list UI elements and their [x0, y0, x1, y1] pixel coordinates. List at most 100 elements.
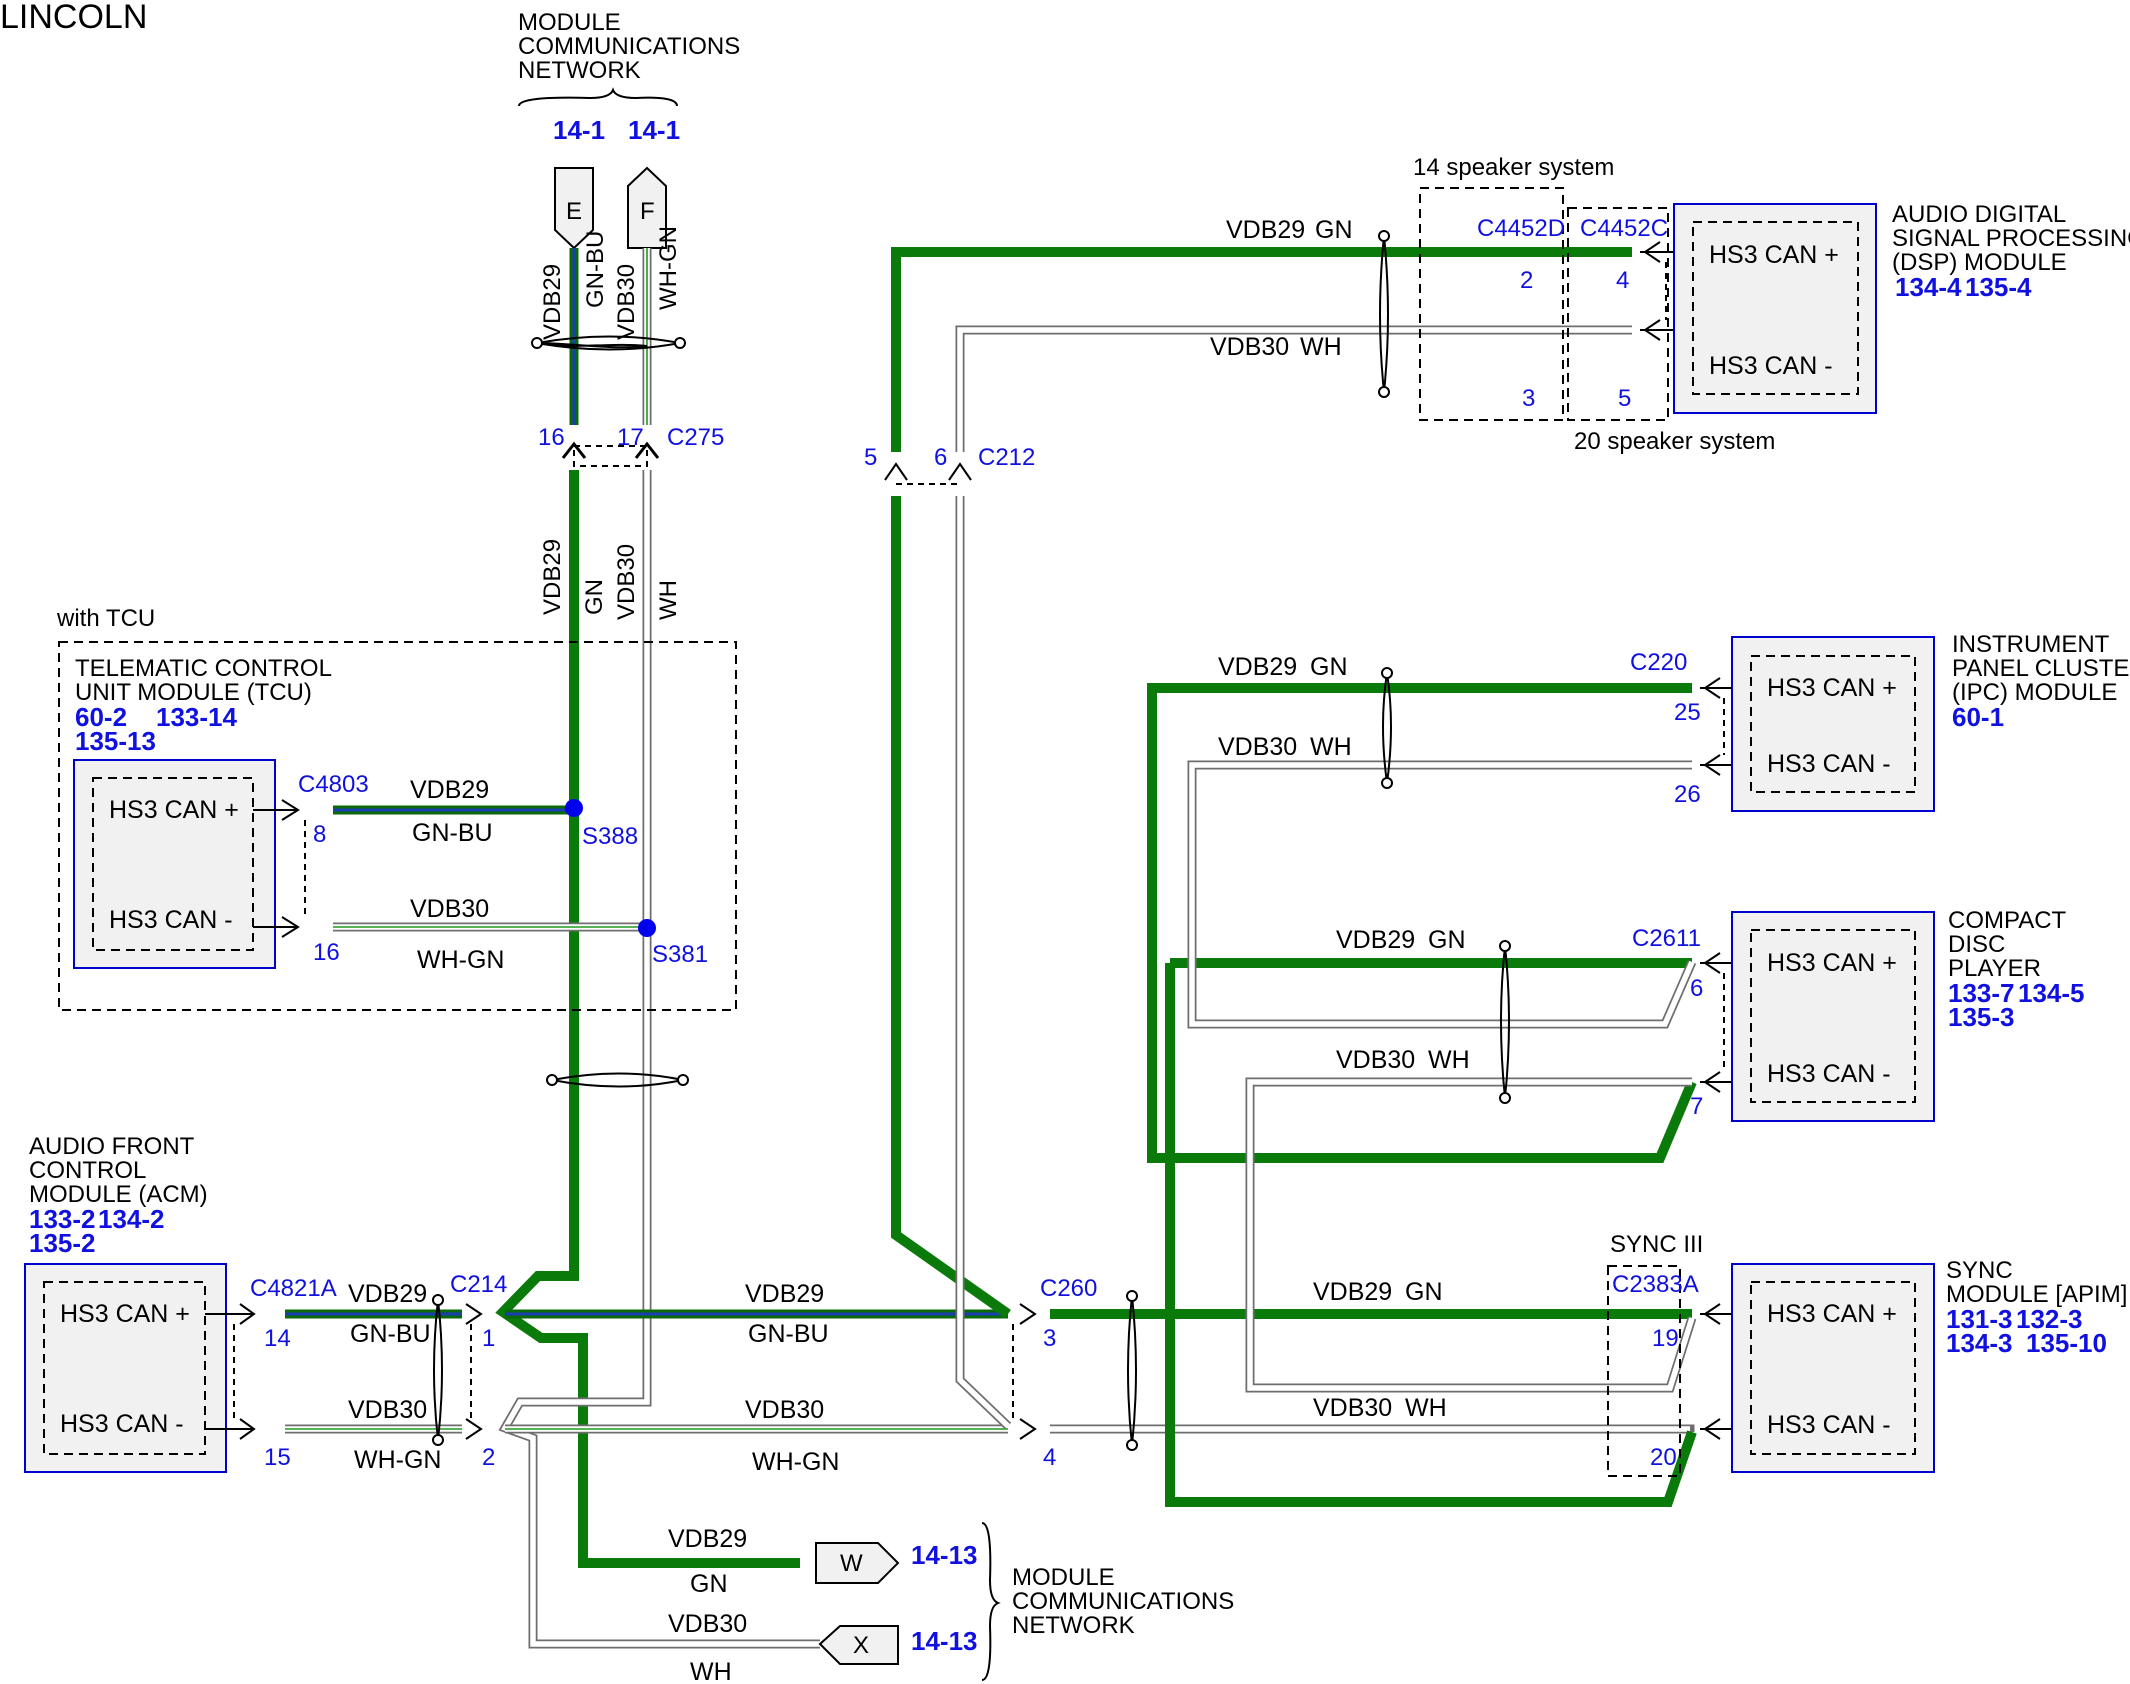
dsp-ref-135-4[interactable]: 135-4: [1965, 272, 2032, 302]
center-wire-labels: VDB29 GN-BU VDB30 WH-GN: [745, 1280, 839, 1476]
mid-right-color: WH: [655, 580, 682, 620]
sync-ref-131-3[interactable]: 131-3: [1946, 1304, 2013, 1334]
ipc-title-2: PANEL CLUSTER: [1952, 655, 2130, 682]
mid-right-circuit: VDB30: [613, 544, 640, 620]
cd-pin-7: 7: [1690, 1093, 1703, 1120]
acm-ref-135-2[interactable]: 135-2: [29, 1228, 96, 1258]
dsp-ref-134-4[interactable]: 134-4: [1895, 272, 1962, 302]
connector-c275[interactable]: 16 17 C275: [538, 424, 724, 467]
mid-left-color: GN: [581, 579, 608, 615]
sync-ref-135-10[interactable]: 135-10: [2026, 1328, 2107, 1358]
tcu-ref-133-14[interactable]: 133-14: [156, 702, 237, 732]
top-left-circuit: VDB29: [539, 264, 566, 340]
speaker20-label: 20 speaker system: [1574, 428, 1775, 455]
mid-left-circuit: VDB29: [539, 539, 566, 615]
acm-wire1-circuit: VDB29: [348, 1280, 427, 1308]
ipc-pin-26: 26: [1674, 781, 1701, 808]
cd-ref-133-7[interactable]: 133-7: [1948, 978, 2015, 1008]
top-network-ref-e[interactable]: 14-1: [553, 115, 605, 145]
cd-wire2-circuit: VDB30: [1336, 1046, 1415, 1074]
dsp-section: 14 speaker system 20 speaker system C445…: [1210, 154, 2130, 455]
tcu-wire1-circuit: VDB29: [410, 776, 489, 804]
acm-title-1: AUDIO FRONT: [29, 1133, 195, 1160]
bottom-network-label-1: MODULE: [1012, 1564, 1115, 1591]
tcu-title-1: TELEMATIC CONTROL: [75, 655, 332, 682]
acm-can-plus: HS3 CAN +: [60, 1300, 190, 1328]
sync-wire2-circuit: VDB30: [1313, 1394, 1392, 1422]
x-ref[interactable]: 14-13: [911, 1626, 978, 1656]
dsp-wire2-circuit: VDB30: [1210, 333, 1289, 361]
tcu-pin-16: 16: [313, 939, 340, 966]
sync-wire2-color: WH: [1405, 1394, 1447, 1422]
twist-markers: [432, 230, 1511, 1451]
tcu-can-minus: HS3 CAN -: [109, 906, 233, 934]
center-bottom-color: WH-GN: [752, 1448, 839, 1476]
cd-ref-134-5[interactable]: 134-5: [2018, 978, 2085, 1008]
connector-c260[interactable]: C260 3 4: [1012, 1275, 1097, 1471]
cd-title-3: PLAYER: [1948, 955, 2041, 982]
top-network-ref-f[interactable]: 14-1: [628, 115, 680, 145]
cd-pin-6: 6: [1690, 975, 1703, 1002]
c275-label: C275: [667, 424, 724, 451]
c275-pin-16: 16: [538, 424, 565, 451]
sync-can-plus: HS3 CAN +: [1767, 1300, 1897, 1328]
sync-title-2: MODULE [APIM]: [1946, 1281, 2127, 1308]
top-wire-labels: VDB29 GN-BU VDB30 WH-GN VDB29 GN VDB30 W…: [539, 226, 682, 620]
tcu-wire2-color: WH-GN: [417, 946, 504, 974]
top-network: MODULE COMMUNICATIONS NETWORK 14-1 14-1 …: [518, 9, 740, 250]
acm-can-minus: HS3 CAN -: [60, 1410, 184, 1438]
sync-can-minus: HS3 CAN -: [1767, 1411, 1891, 1439]
w-ref[interactable]: 14-13: [911, 1540, 978, 1570]
ipc-wire1-color: GN: [1310, 653, 1348, 681]
tcu-pin-8: 8: [313, 821, 326, 848]
tcu-connector: C4803: [298, 771, 369, 798]
bottom-network-label-3: NETWORK: [1012, 1612, 1135, 1639]
sync-ref-134-3[interactable]: 134-3: [1946, 1328, 2013, 1358]
splice-s388: [565, 799, 583, 817]
dsp-title-3: (DSP) MODULE: [1892, 249, 2067, 276]
ipc-title-1: INSTRUMENT: [1952, 631, 2110, 658]
c214-pin-2: 2: [482, 1444, 495, 1471]
cd-title-2: DISC: [1948, 931, 2005, 958]
cd-title-1: COMPACT: [1948, 907, 2067, 934]
cd-wire2-color: WH: [1428, 1046, 1470, 1074]
top-right-color: WH-GN: [655, 226, 682, 310]
acm-ref-134-2[interactable]: 134-2: [98, 1204, 165, 1234]
tcu-ref-135-13[interactable]: 135-13: [75, 726, 156, 756]
splice-s381: [638, 919, 656, 937]
speaker14-label: 14 speaker system: [1413, 154, 1614, 181]
bottom-network: VDB29 GN W 14-13 VDB30 WH X 14-13 MODULE…: [668, 1522, 1234, 1684]
c212-pin-5: 5: [864, 444, 877, 471]
dsp-connector-d: C4452D: [1477, 215, 1565, 242]
acm-pin-15: 15: [264, 1444, 291, 1471]
connector-x-label: X: [853, 1632, 869, 1659]
acm-wire2-circuit: VDB30: [348, 1396, 427, 1424]
ipc-ref-60-1[interactable]: 60-1: [1952, 702, 2004, 732]
s388-label: S388: [582, 823, 638, 850]
cd-wire1-circuit: VDB29: [1336, 926, 1415, 954]
center-top-circuit: VDB29: [745, 1280, 824, 1308]
dsp-title-1: AUDIO DIGITAL: [1892, 201, 2066, 228]
connector-c214[interactable]: C214 1 2: [450, 1271, 507, 1471]
connector-x-shape: [818, 1625, 899, 1665]
c260-pin-3: 3: [1043, 1325, 1056, 1352]
center-bottom-circuit: VDB30: [745, 1396, 824, 1424]
dsp-can-minus: HS3 CAN -: [1709, 352, 1833, 380]
c212-label: C212: [978, 444, 1035, 471]
connector-f-shape: [627, 166, 667, 249]
top-network-label-3: NETWORK: [518, 57, 641, 84]
sync-ref-132-3[interactable]: 132-3: [2016, 1304, 2083, 1334]
acm-pin-14: 14: [264, 1325, 291, 1352]
w-circuit: VDB29: [668, 1525, 747, 1553]
acm-ref-133-2[interactable]: 133-2: [29, 1204, 96, 1234]
cd-ref-135-3[interactable]: 135-3: [1948, 1002, 2015, 1032]
acm-title-3: MODULE (ACM): [29, 1181, 208, 1208]
ipc-wire2-circuit: VDB30: [1218, 733, 1297, 761]
connector-e-shape: [554, 167, 594, 250]
tcu-section: with TCU TELEMATIC CONTROL UNIT MODULE (…: [56, 605, 737, 1011]
tcu-ref-60-2[interactable]: 60-2: [75, 702, 127, 732]
top-network-label-1: MODULE: [518, 9, 621, 36]
c212-pin-6: 6: [934, 444, 947, 471]
connector-c212[interactable]: 5 6 C212: [864, 444, 1035, 485]
